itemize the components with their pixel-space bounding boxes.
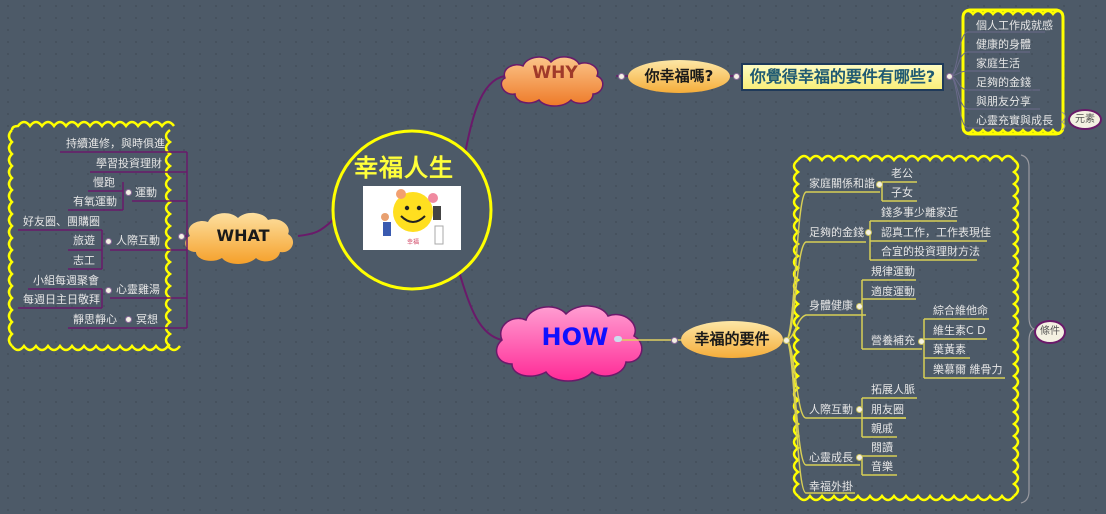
how-topic-node[interactable]: 幸福的要件 (681, 321, 783, 358)
how-subitem[interactable]: 合宜的投資理財方法 (881, 245, 980, 258)
what-item-collapse-handle[interactable] (105, 287, 112, 294)
what-subitem[interactable]: 志工 (73, 254, 95, 267)
how-topic-collapse-handle[interactable] (783, 337, 790, 344)
what-subitem[interactable]: 好友圈、團購圈 (23, 215, 100, 228)
what-subitem[interactable]: 有氧運動 (73, 195, 117, 208)
how-items-boundary (792, 154, 1020, 502)
how-item-collapse-handle[interactable] (856, 406, 863, 413)
what-collapse-handle[interactable] (178, 233, 185, 240)
how-subitem[interactable]: 老公 (891, 167, 913, 180)
what-node[interactable]: WHAT (216, 226, 270, 245)
why-item[interactable]: 健康的身體 (976, 38, 1031, 51)
how-item-collapse-handle[interactable] (876, 181, 883, 188)
how-subitem[interactable]: 親戚 (871, 422, 893, 435)
how-item[interactable]: 心靈成長 (809, 451, 853, 464)
what-subitem[interactable]: 小組每週聚會 (33, 274, 99, 287)
why-subquestion-node[interactable]: 你覺得幸福的要件有哪些? (741, 63, 944, 91)
why-item[interactable]: 與朋友分享 (976, 95, 1031, 108)
why-item[interactable]: 個人工作成就感 (976, 19, 1053, 32)
smiley-illustration-icon: 幸福 (381, 189, 444, 246)
what-item-collapse-handle[interactable] (105, 238, 112, 245)
how-subsubitem[interactable]: 綜合維他命 (933, 304, 988, 317)
why-subquestion-collapse-handle[interactable] (946, 73, 953, 80)
what-item-collapse-handle[interactable] (125, 316, 132, 323)
why-node[interactable]: WHY (532, 63, 578, 83)
how-item-collapse-handle[interactable] (865, 229, 872, 236)
how-subitem-collapse-handle[interactable] (918, 338, 925, 345)
how-subitem[interactable]: 規律運動 (871, 265, 915, 278)
how-subitem[interactable]: 錢多事少離家近 (881, 206, 958, 219)
image-caption: 幸福 (407, 238, 419, 246)
what-connectors (18, 151, 188, 329)
how-item[interactable]: 人際互動 (809, 403, 853, 416)
what-item[interactable]: 人際互動 (116, 234, 160, 247)
what-cloud (185, 212, 294, 264)
how-item-collapse-handle[interactable] (856, 303, 863, 310)
how-item[interactable]: 幸福外掛 (809, 480, 853, 493)
why-summary-tag[interactable]: 元素 (1068, 109, 1102, 130)
how-subitem[interactable]: 營養補充 (871, 334, 915, 347)
why-question-node[interactable]: 你幸福嗎? (628, 60, 730, 93)
how-subitem[interactable]: 朋友圈 (871, 403, 904, 416)
how-subsubitem[interactable]: 葉黃素 (933, 343, 966, 356)
how-subsubitem[interactable]: 維生素C D (933, 324, 986, 337)
how-node[interactable]: HOW (541, 323, 609, 351)
what-item[interactable]: 運動 (135, 186, 157, 199)
how-subitem[interactable]: 子女 (891, 186, 913, 199)
center-node-image: 幸福 (363, 186, 461, 250)
how-cloud (495, 305, 643, 382)
how-item[interactable]: 家庭關係和諧 (809, 177, 875, 190)
how-subitem[interactable]: 認真工作，工作表現佳 (881, 226, 991, 239)
what-subitem[interactable]: 旅遊 (73, 234, 95, 247)
center-node-title[interactable]: 幸福人生 (354, 154, 454, 182)
how-subitem[interactable]: 音樂 (871, 460, 893, 473)
what-items-boundary (7, 120, 181, 352)
what-subitem[interactable]: 慢跑 (93, 176, 115, 189)
why-item[interactable]: 家庭生活 (976, 57, 1020, 70)
how-subitem[interactable]: 閱讀 (871, 441, 893, 454)
why-collapse-handle[interactable] (618, 73, 625, 80)
what-item[interactable]: 持續進修，與時俱進 (66, 137, 165, 150)
how-item-collapse-handle[interactable] (856, 454, 863, 461)
how-item[interactable]: 身體健康 (809, 299, 853, 312)
how-summary-brace (1020, 154, 1036, 504)
how-connectors (785, 181, 1005, 494)
what-item[interactable]: 心靈雞湯 (116, 283, 160, 296)
why-item[interactable]: 心靈充實與成長 (976, 114, 1053, 127)
why-item[interactable]: 足夠的金錢 (976, 76, 1031, 89)
what-item[interactable]: 學習投資理財 (96, 157, 162, 170)
how-subsubitem[interactable]: 樂慕爾 維骨力 (933, 363, 1003, 376)
what-subitem[interactable]: 每週日主日敬拜 (23, 293, 100, 306)
how-summary-tag[interactable]: 條件 (1034, 320, 1066, 344)
why-cloud (500, 56, 604, 107)
how-subitem[interactable]: 適度運動 (871, 285, 915, 298)
what-item-collapse-handle[interactable] (125, 189, 132, 196)
how-collapse-handle[interactable] (671, 337, 678, 344)
why-question-collapse-handle[interactable] (733, 73, 740, 80)
note-icon[interactable] (614, 336, 622, 342)
how-item[interactable]: 足夠的金錢 (809, 226, 864, 239)
what-subitem[interactable]: 靜思靜心 (73, 313, 117, 326)
what-item[interactable]: 冥想 (136, 313, 158, 326)
how-subitem[interactable]: 拓展人脈 (871, 383, 915, 396)
